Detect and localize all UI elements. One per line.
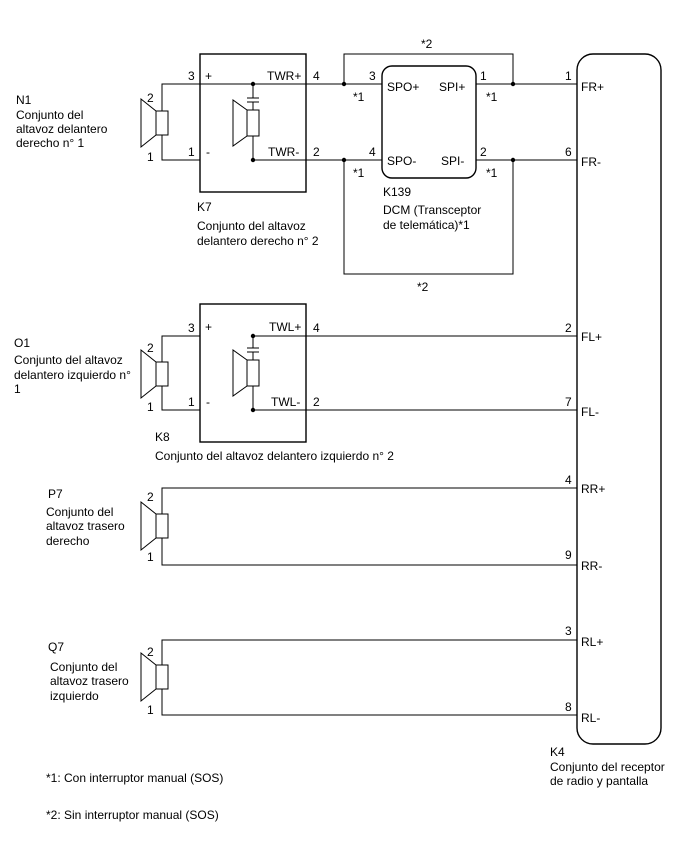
k139-spi-minus: SPI- — [441, 154, 464, 168]
k7-pin-1: 1 — [188, 145, 195, 159]
k4-pin-3: 3 — [565, 624, 572, 638]
k8-twl-minus: TWL- — [271, 395, 300, 409]
p7-name-line-1: Conjunto del — [46, 505, 113, 519]
p7-name-line-2: altavoz trasero — [46, 519, 125, 533]
k7-plus: + — [205, 69, 212, 83]
front-right-wiring — [306, 53, 577, 275]
k4-pin-7: 7 — [565, 395, 572, 409]
k139-name-line-1: DCM (Transceptor — [383, 203, 481, 217]
star1-marker-1: *1 — [353, 90, 365, 104]
o1-name-line-3: 1 — [14, 382, 21, 396]
k139-name-line-2: de telemática)*1 — [383, 218, 470, 232]
k8-pin-4: 4 — [313, 321, 320, 335]
k8-plus: + — [205, 320, 212, 334]
k4-receiver-body — [576, 53, 662, 745]
k4-label-rr-plus: RR+ — [581, 482, 605, 496]
p7-name-line-3: derecho — [46, 534, 90, 548]
o1-pin-pos: 2 — [147, 341, 154, 355]
k4-pin-2: 2 — [565, 321, 572, 335]
k8-pin-3: 3 — [188, 321, 195, 335]
k7-box — [199, 53, 307, 193]
k4-label-rl-plus: RL+ — [581, 635, 603, 649]
q7-name-line-3: izquierdo — [50, 689, 99, 703]
q7-code: Q7 — [48, 640, 64, 654]
o1-code: O1 — [14, 336, 30, 350]
star1-marker-4: *1 — [486, 166, 498, 180]
k4-pin-6: 6 — [565, 145, 572, 159]
k139-pin-1: 1 — [480, 69, 487, 83]
k4-code: K4 — [550, 745, 565, 759]
q7-pin-neg: 1 — [147, 703, 154, 717]
k7-code: K7 — [197, 200, 212, 214]
k8-minus: - — [206, 395, 210, 409]
o1-pin-neg: 1 — [147, 400, 154, 414]
k4-label-fr-minus: FR- — [581, 155, 601, 169]
star1-marker-3: *1 — [353, 166, 365, 180]
k7-tweeter — [232, 81, 306, 163]
n1-pin-neg: 1 — [147, 150, 154, 164]
q7-speaker — [140, 639, 577, 716]
k4-name-line-1: Conjunto del receptor — [550, 760, 665, 774]
k4-pin-1: 1 — [565, 69, 572, 83]
note-1: *1: Con interruptor manual (SOS) — [46, 771, 223, 785]
q7-pin-pos: 2 — [147, 645, 154, 659]
p7-pin-neg: 1 — [147, 550, 154, 564]
k4-label-fl-plus: FL+ — [581, 330, 602, 344]
n1-name-line-1: Conjunto del — [16, 108, 83, 122]
k139-spi-plus: SPI+ — [439, 80, 465, 94]
k4-name-line-2: de radio y pantalla — [550, 774, 648, 788]
k4-pin-9: 9 — [565, 548, 572, 562]
star1-marker-2: *1 — [486, 90, 498, 104]
k7-minus: - — [206, 145, 210, 159]
k139-code: K139 — [383, 185, 411, 199]
k139-pin-4: 4 — [369, 145, 376, 159]
k7-name-line-2: delantero derecho n° 2 — [197, 234, 319, 248]
k8-box — [199, 303, 307, 443]
n1-name-line-3: derecho n° 1 — [16, 136, 85, 150]
k139-pin-3: 3 — [369, 69, 376, 83]
n1-speaker-magnet — [155, 110, 169, 136]
k8-pin-1: 1 — [188, 395, 195, 409]
k7-pin-2: 2 — [313, 145, 320, 159]
note-2: *2: Sin interruptor manual (SOS) — [46, 808, 219, 822]
n1-name-line-2: altavoz delantero — [16, 122, 108, 136]
o1-name-line-2: delantero izquierdo n° — [14, 368, 131, 382]
k139-spo-minus: SPO- — [387, 154, 416, 168]
n1-code: N1 — [16, 93, 32, 107]
k4-label-rl-minus: RL- — [581, 711, 600, 725]
k139-pin-2: 2 — [480, 145, 487, 159]
n1-speaker-cone — [140, 97, 157, 149]
star2-marker-bottom: *2 — [417, 280, 429, 294]
k7-pin-3: 3 — [188, 69, 195, 83]
k139-spo-plus: SPO+ — [387, 80, 419, 94]
p7-pin-pos: 2 — [147, 490, 154, 504]
q7-name-line-2: altavoz trasero — [50, 674, 129, 688]
k8-name-line: Conjunto del altavoz delantero izquierdo… — [155, 449, 394, 463]
k8-twl-plus: TWL+ — [269, 320, 301, 334]
k8-code: K8 — [155, 430, 170, 444]
k4-pin-4: 4 — [565, 473, 572, 487]
k4-pin-8: 8 — [565, 700, 572, 714]
k7-pin-4: 4 — [313, 69, 320, 83]
o1-name-line-1: Conjunto del altavoz — [14, 353, 123, 367]
k139-box — [381, 65, 477, 179]
k4-label-fl-minus: FL- — [581, 405, 599, 419]
k4-label-fr-plus: FR+ — [581, 80, 604, 94]
k7-name-line-1: Conjunto del altavoz — [197, 219, 306, 233]
k7-twr-minus: TWR- — [268, 145, 299, 159]
q7-name-line-1: Conjunto del — [50, 660, 117, 674]
p7-code: P7 — [48, 487, 63, 501]
k8-pin-2: 2 — [313, 395, 320, 409]
star2-marker-top: *2 — [421, 37, 433, 51]
k7-twr-plus: TWR+ — [267, 69, 301, 83]
k4-label-rr-minus: RR- — [581, 559, 602, 573]
p7-speaker — [140, 487, 577, 566]
n1-pin-pos: 2 — [147, 91, 154, 105]
k8-tweeter — [232, 333, 577, 413]
